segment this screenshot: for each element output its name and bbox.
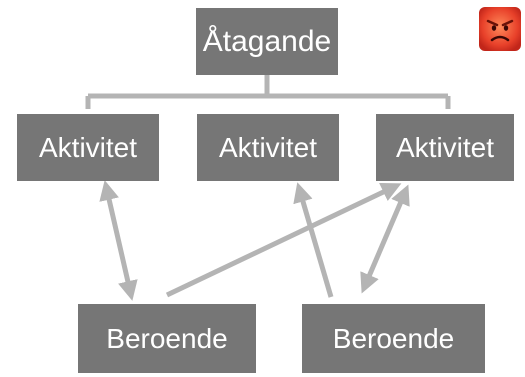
activity-node-3: Aktivitet	[376, 114, 514, 181]
hierarchy-bracket	[85, 75, 451, 109]
arrow-dep2-act3	[360, 184, 410, 294]
activity-node-1: Aktivitet	[17, 114, 159, 181]
dependency-node-1: Beroende	[78, 304, 256, 373]
arrow-dep2-act2	[293, 182, 334, 298]
arrow-dep1-act1	[99, 180, 138, 301]
activity-label: Aktivitet	[395, 131, 495, 163]
commitment-node: Åtagande	[196, 8, 338, 75]
activity-node-2: Aktivitet	[197, 114, 339, 181]
activity-label: Aktivitet	[218, 131, 318, 163]
commitment-label: Åtagande	[202, 24, 332, 58]
angry-face-icon	[479, 7, 521, 51]
dependency-label: Beroende	[332, 322, 455, 354]
dependency-label: Beroende	[106, 322, 228, 354]
activity-label: Aktivitet	[38, 131, 138, 163]
arrow-dep1-act3	[165, 182, 402, 298]
dependency-node-2: Beroende	[302, 304, 485, 373]
